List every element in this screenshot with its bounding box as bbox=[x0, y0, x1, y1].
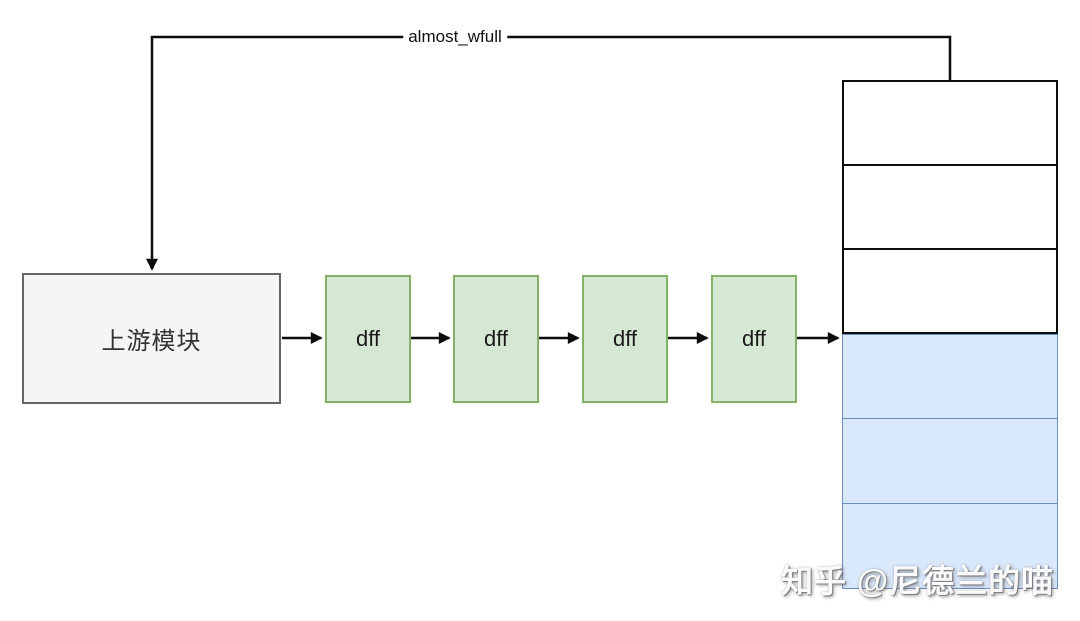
fifo-cell-empty bbox=[842, 247, 1058, 334]
fifo-cell-filled bbox=[842, 502, 1058, 590]
dff-label-1: dff bbox=[355, 326, 381, 351]
dff-box-1: dff bbox=[325, 275, 411, 403]
dff-box-2: dff bbox=[453, 275, 539, 403]
dff-label-4: dff bbox=[741, 326, 767, 351]
almost-wfull-feedback-line bbox=[146, 35, 952, 271]
fifo-stack bbox=[842, 80, 1058, 590]
fifo-cell-filled bbox=[842, 333, 1058, 421]
dff-box-3: dff bbox=[582, 275, 668, 403]
fifo-cell-filled bbox=[842, 418, 1058, 505]
upstream-module-label: 上游模块 bbox=[101, 328, 202, 355]
fifo-cell-empty bbox=[842, 80, 1058, 167]
dff-label-3: dff bbox=[612, 326, 638, 351]
upstream-module-box: 上游模块 bbox=[22, 273, 281, 404]
dff-label-2: dff bbox=[483, 326, 509, 351]
almost-wfull-label: almost_wfull bbox=[403, 27, 507, 47]
watermark-text: 知乎 @尼德兰的喵 bbox=[781, 563, 1055, 599]
fifo-cell-empty bbox=[842, 163, 1058, 251]
dff-box-4: dff bbox=[711, 275, 797, 403]
